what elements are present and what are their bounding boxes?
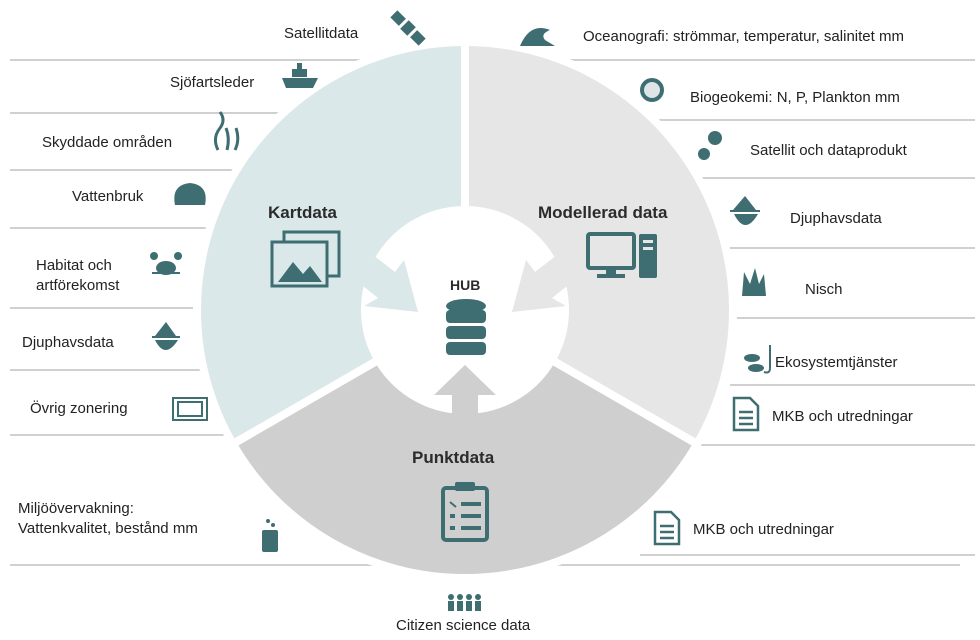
left-label-vattenbruk: Vattenbruk (72, 188, 144, 205)
left-label-satellitdata: Satellitdata (284, 25, 359, 42)
arrow-from-kartdata (358, 255, 418, 312)
segment-title-kartdata: Kartdata (268, 203, 337, 222)
left-label-miljoovervakning: Miljöövervakning: Vattenkvalitet, bestån… (18, 500, 198, 537)
right-label-biogeokemi: Biogeokemi: N, P, Plankton mm (690, 89, 900, 106)
right-label-mkb-1: MKB och utredningar (772, 408, 913, 425)
iceberg-icon (730, 196, 760, 225)
ship-icon (282, 63, 318, 88)
left-label-ovrig-zonering: Övrig zonering (30, 400, 128, 417)
crab-icon (150, 252, 182, 275)
gears-icon (698, 131, 722, 160)
plankton-icon (640, 78, 664, 102)
document-icon (732, 396, 760, 432)
people-icon (448, 594, 481, 611)
image-gallery-icon (270, 230, 341, 288)
left-label-djuphavsdata: Djuphavsdata (22, 334, 114, 351)
seaweed-icon (213, 111, 240, 151)
clipboard-checklist-icon (441, 482, 489, 542)
right-label-ekosystemtjanster: Ekosystemtjänster (775, 354, 898, 371)
shell-icon (174, 183, 206, 205)
right-label-nisch: Nisch (805, 281, 843, 298)
left-label-sjofartsleder: Sjöfartsleder (170, 74, 255, 91)
right-label-satellit-dataprodukt: Satellit och dataprodukt (750, 142, 907, 159)
right-label-mkb-2: MKB och utredningar (693, 521, 834, 538)
segment-title-punktdata: Punktdata (412, 448, 495, 467)
iceberg-icon (152, 322, 180, 350)
bottom-label-citizen-science: Citizen science data (396, 617, 531, 634)
segment-title-modellerad: Modellerad data (538, 203, 668, 222)
separator-lines (10, 59, 975, 566)
segment-kartdata (193, 37, 469, 450)
right-label-oceanografi: Oceanografi: strömmar, temperatur, salin… (583, 28, 904, 45)
document-icon (653, 510, 681, 546)
computer-icon (586, 232, 657, 278)
fish-hook-icon (744, 345, 771, 374)
arrow-from-modellerad (512, 255, 572, 312)
map-icon (172, 397, 208, 421)
wave-icon (520, 28, 555, 46)
segment-punktdata (227, 354, 703, 583)
beaker-icon (262, 519, 278, 552)
left-label-skyddade: Skyddade områden (42, 134, 173, 151)
hub-title: HUB (450, 277, 481, 293)
right-label-djuphavsdata: Djuphavsdata (790, 210, 882, 227)
arrow-from-punktdata (434, 365, 496, 420)
satellite-icon (390, 10, 426, 46)
database-icon (446, 299, 486, 355)
coral-icon (742, 268, 766, 296)
left-label-habitat: Habitat och artförekomst (36, 257, 120, 294)
segment-modellerad (461, 37, 737, 450)
